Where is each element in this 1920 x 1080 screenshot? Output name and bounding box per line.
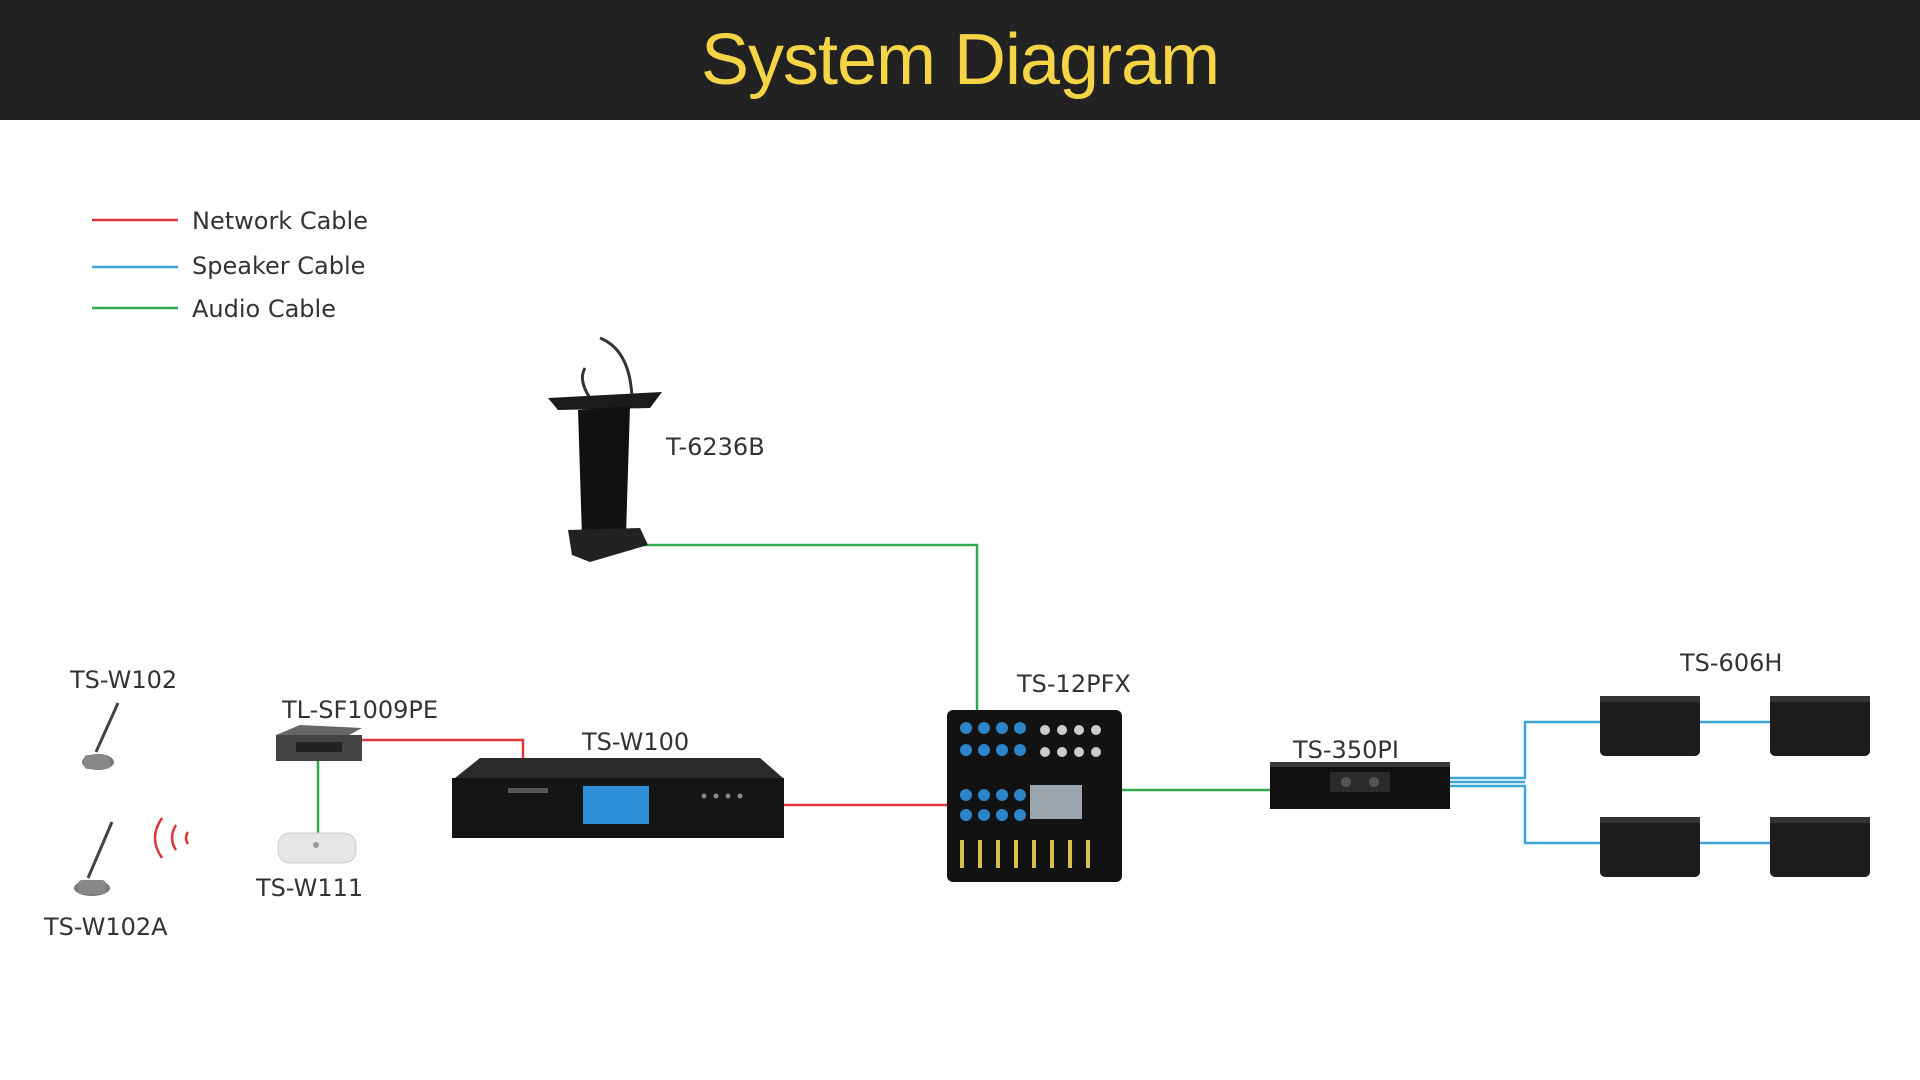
mic-ts-w102 xyxy=(82,702,120,770)
podium-base xyxy=(568,528,648,562)
switch-label: TL-SF1009PE xyxy=(281,696,438,724)
podium-device xyxy=(548,336,662,562)
speaker-cable-amp-top xyxy=(1450,720,1600,780)
podium-mic-left xyxy=(580,367,592,399)
mic-ts-w102a-label: TS-W102A xyxy=(43,913,168,941)
network-cable-switch-controller xyxy=(360,738,525,760)
legend: Network Cable Speaker Cable Audio Cable xyxy=(92,207,368,323)
switch-device xyxy=(276,725,362,761)
speaker-top-left xyxy=(1600,696,1700,756)
speakers-label: TS-606H xyxy=(1679,649,1782,677)
ap-label: TS-W111 xyxy=(255,874,363,902)
mixer-label: TS-12PFX xyxy=(1016,670,1131,698)
audio-cable-podium-mixer xyxy=(640,543,979,712)
ap-device xyxy=(277,832,357,864)
header-bar: System Diagram xyxy=(0,0,1920,120)
speaker-bottom-left xyxy=(1600,817,1700,877)
page-title: System Diagram xyxy=(700,20,1220,100)
amplifier-label: TS-350PI xyxy=(1292,736,1399,764)
cables xyxy=(316,543,1770,845)
mixer-device xyxy=(947,710,1122,882)
legend-speaker-label: Speaker Cable xyxy=(192,252,365,280)
speaker-cable-amp-bottom xyxy=(1450,784,1600,845)
amplifier-device xyxy=(1270,762,1450,809)
podium-mic-right xyxy=(599,336,634,399)
legend-network-label: Network Cable xyxy=(192,207,368,235)
mic-ts-w102a xyxy=(74,817,190,896)
wireless-signal-icon xyxy=(153,817,164,859)
mic-ts-w102-label: TS-W102 xyxy=(69,666,177,694)
podium-top xyxy=(548,392,662,410)
speaker-top-right xyxy=(1770,696,1870,756)
podium-body xyxy=(578,406,630,538)
controller-label: TS-W100 xyxy=(581,728,689,756)
legend-audio-label: Audio Cable xyxy=(192,295,336,323)
controller-device xyxy=(452,758,784,838)
podium-label: T-6236B xyxy=(665,433,765,461)
speaker-bottom-right xyxy=(1770,817,1870,877)
